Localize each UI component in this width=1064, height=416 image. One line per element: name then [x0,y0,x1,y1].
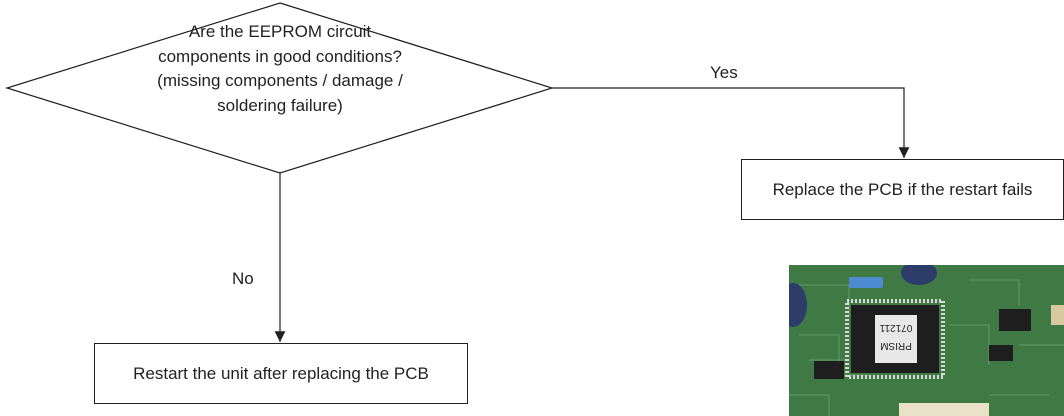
small-chip-3 [814,361,844,379]
yes-connector [552,87,910,158]
replace-pcb-text: Replace the PCB if the restart fails [772,179,1033,199]
connector [899,403,989,416]
decision-line-2: components in good conditions? [158,46,402,66]
restart-unit-text: Restart the unit after replacing the PCB [133,363,429,383]
no-branch-label: No [232,269,254,288]
chip-label-name: PRISM [880,340,912,351]
pcb-photo: 071211 PRISM [789,265,1064,416]
small-chip-2 [989,345,1013,361]
chip-label [875,315,917,363]
restart-unit-box: Restart the unit after replacing the PCB [94,343,468,404]
beige-part [1051,305,1064,325]
capacitor [789,283,807,327]
yes-branch-label: Yes [710,63,738,82]
chip-pins [845,299,945,379]
decision-line-3: (missing components / damage / [157,71,403,90]
chip-label-code: 071211 [879,322,912,333]
capacitor-2 [901,265,937,285]
decision-line-1: Are the EEPROM circuit [188,22,372,41]
decision-line-4: soldering failure) [217,95,343,115]
decision-question: Are the EEPROM circuit components in goo… [140,20,420,118]
blue-component [849,277,883,288]
replace-pcb-box: Replace the PCB if the restart fails [741,159,1064,220]
small-chip [999,309,1031,331]
